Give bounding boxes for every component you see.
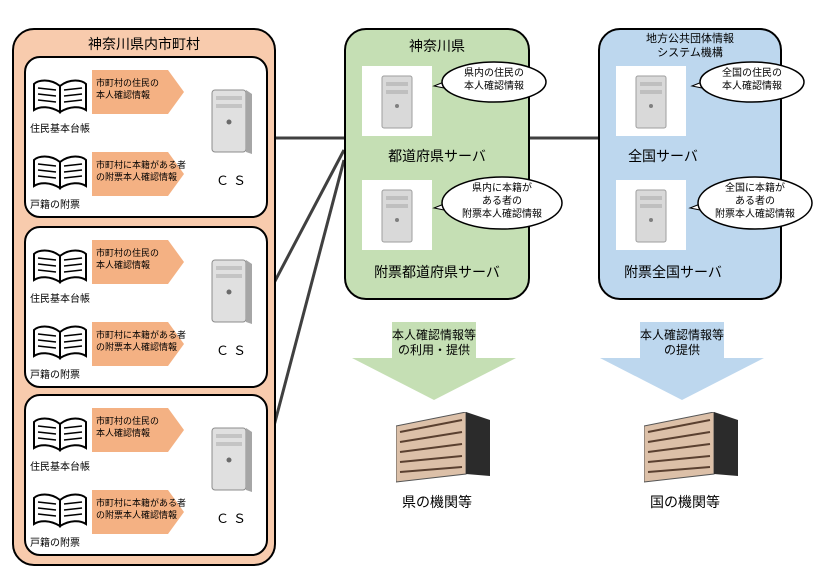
national-server-label: 全国サーバ bbox=[628, 149, 698, 165]
nat-building-icon bbox=[643, 411, 740, 488]
national-server-bubble: 全国の住民の 本人確認情報 bbox=[690, 60, 808, 106]
resident-info-tag: 市町村の住民の本人確認情報 bbox=[92, 408, 184, 452]
nat-provision-arrow: 本人確認情報等 の提供 bbox=[600, 322, 764, 400]
prefecture-fuhyo-bubble-text: 県内に本籍が ある者の 附票本人確認情報 bbox=[462, 183, 542, 220]
pref-provision-arrow: 本人確認情報等 の利用・提供 bbox=[352, 322, 516, 400]
national-fuhyo-server-icon bbox=[616, 180, 686, 250]
municipality-group: 住民基本台帳市町村の住民の本人確認情報戸籍の附票 市町村に本籍がある者の附票本人確… bbox=[24, 56, 268, 218]
fuhyo-info-tag: 市町村に本籍がある者の附票本人確認情報 bbox=[92, 490, 186, 534]
resident-register-book-icon bbox=[32, 248, 88, 288]
pref-destination-label: 県の機関等 bbox=[402, 495, 472, 511]
family-register-label: 戸籍の附票 bbox=[30, 370, 80, 381]
prefecture-server-label: 都道府県サーバ bbox=[388, 149, 486, 165]
resident-register-label: 住民基本台帳 bbox=[30, 462, 90, 473]
municipality-group: 住民基本台帳市町村の住民の本人確認情報戸籍の附票 市町村に本籍がある者の附票本人確… bbox=[24, 226, 268, 388]
resident-register-book-icon bbox=[32, 78, 88, 118]
cs-server-label: ＣＳ bbox=[216, 174, 251, 189]
prefecture-server-bubble: 県内の住民の 本人確認情報 bbox=[432, 60, 550, 106]
cs-server-icon bbox=[204, 426, 256, 500]
cs-server-icon bbox=[204, 88, 256, 162]
national-fuhyo-bubble-text: 全国に本籍が ある者の 附票本人確認情報 bbox=[715, 183, 795, 220]
family-register-label: 戸籍の附票 bbox=[30, 538, 80, 549]
resident-info-tag: 市町村の住民の本人確認情報 bbox=[92, 240, 184, 284]
family-register-book-icon bbox=[32, 324, 88, 364]
cs-server-label: ＣＳ bbox=[216, 512, 251, 527]
prefecture-bubble-text: 県内の住民の 本人確認情報 bbox=[464, 68, 524, 92]
prefecture-fuhyo-server-label: 附票都道府県サーバ bbox=[374, 265, 500, 281]
family-register-label: 戸籍の附票 bbox=[30, 200, 80, 211]
pref-building-icon bbox=[395, 411, 492, 488]
cs-server-label: ＣＳ bbox=[216, 344, 251, 359]
prefecture-fuhyo-bubble: 県内に本籍が ある者の 附票本人確認情報 bbox=[432, 174, 566, 232]
connector-cs3-pref bbox=[263, 159, 346, 461]
prefecture-server-icon bbox=[362, 66, 432, 136]
prefecture-title: 神奈川県 bbox=[409, 39, 465, 55]
national-fuhyo-server-label: 附票全国サーバ bbox=[624, 265, 722, 281]
resident-register-label: 住民基本台帳 bbox=[30, 294, 90, 305]
nat-destination-label: 国の機関等 bbox=[650, 495, 720, 511]
national-bubble-text: 全国の住民の 本人確認情報 bbox=[722, 68, 782, 92]
municipality-group: 住民基本台帳市町村の住民の本人確認情報戸籍の附票 市町村に本籍がある者の附票本人確… bbox=[24, 394, 268, 556]
fuhyo-info-tag: 市町村に本籍がある者の附票本人確認情報 bbox=[92, 152, 186, 196]
fuhyo-info-tag: 市町村に本籍がある者の附票本人確認情報 bbox=[92, 322, 186, 366]
national-fuhyo-bubble: 全国に本籍が ある者の 附票本人確認情報 bbox=[688, 174, 816, 232]
family-register-book-icon bbox=[32, 154, 88, 194]
family-register-book-icon bbox=[32, 492, 88, 532]
resident-register-label: 住民基本台帳 bbox=[30, 124, 90, 135]
national-title: 地方公共団体情報 システム機構 bbox=[646, 32, 734, 59]
municipal-title: 神奈川県内市町村 bbox=[88, 37, 200, 53]
national-server-icon bbox=[616, 66, 686, 136]
resident-register-book-icon bbox=[32, 416, 88, 456]
connector-cs2-pref bbox=[263, 149, 346, 301]
cs-server-icon bbox=[204, 258, 256, 332]
resident-info-tag: 市町村の住民の本人確認情報 bbox=[92, 70, 184, 114]
prefecture-fuhyo-server-icon bbox=[362, 180, 432, 250]
